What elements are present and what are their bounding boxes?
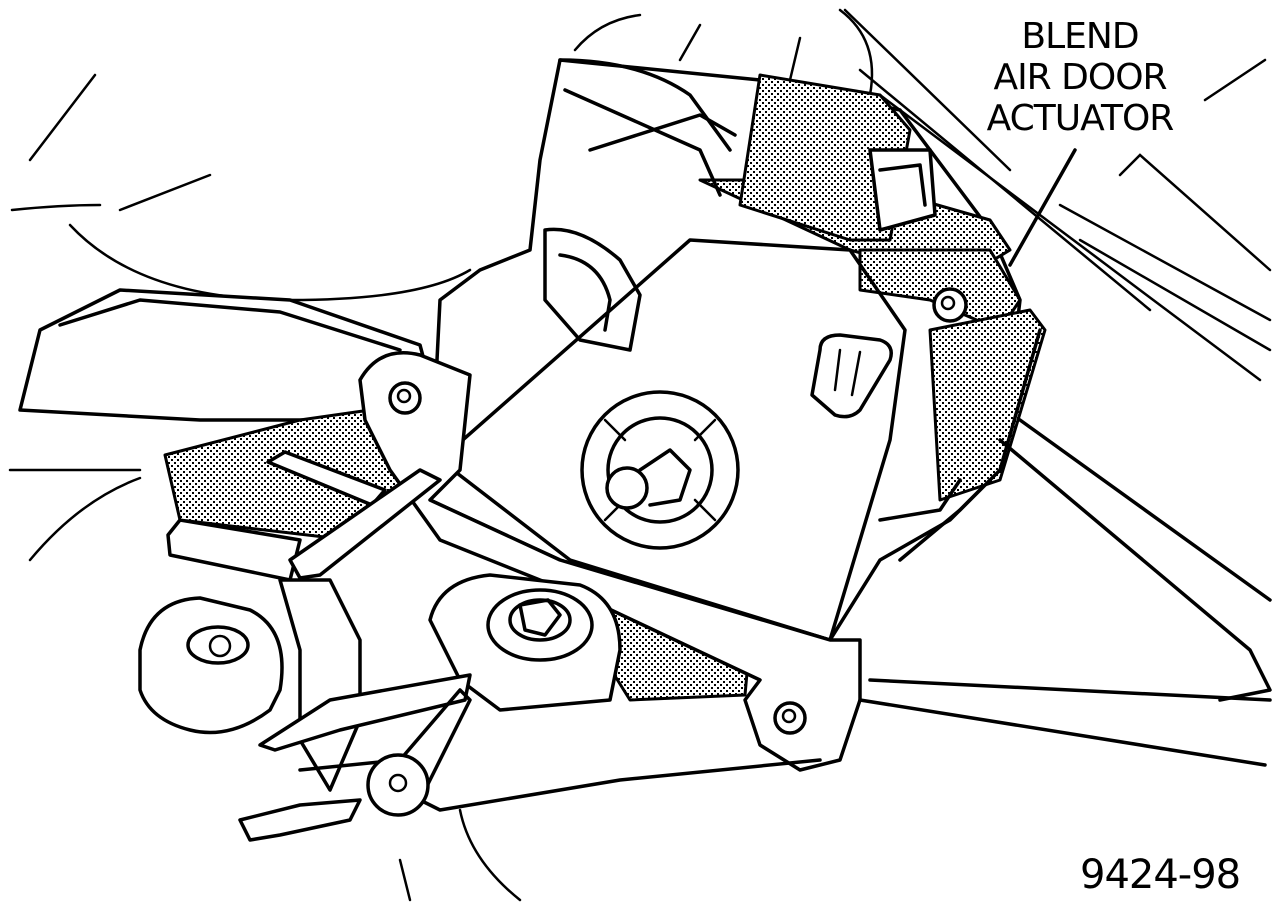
mounting-bracket: [358, 351, 862, 772]
callout-line-3: ACTUATOR: [986, 98, 1175, 139]
figure-number: 9424-98: [1080, 852, 1241, 898]
lower-link-arms: [238, 418, 1272, 902]
lower-mounting-screw: [428, 573, 622, 712]
callout-line-2: AIR DOOR: [993, 57, 1167, 98]
callout-leader-line: [1008, 148, 1077, 267]
background-panel-lines: [8, 8, 1272, 562]
foam-seal-block: [138, 596, 284, 735]
callout-line-1: BLEND: [1021, 16, 1139, 57]
lower-duct-housing: [18, 288, 442, 582]
blend-air-door-actuator-callout: BLEND AIR DOOR ACTUATOR: [960, 16, 1200, 139]
actuator-output-shaft: [580, 390, 740, 550]
electrical-connector: [558, 58, 937, 242]
